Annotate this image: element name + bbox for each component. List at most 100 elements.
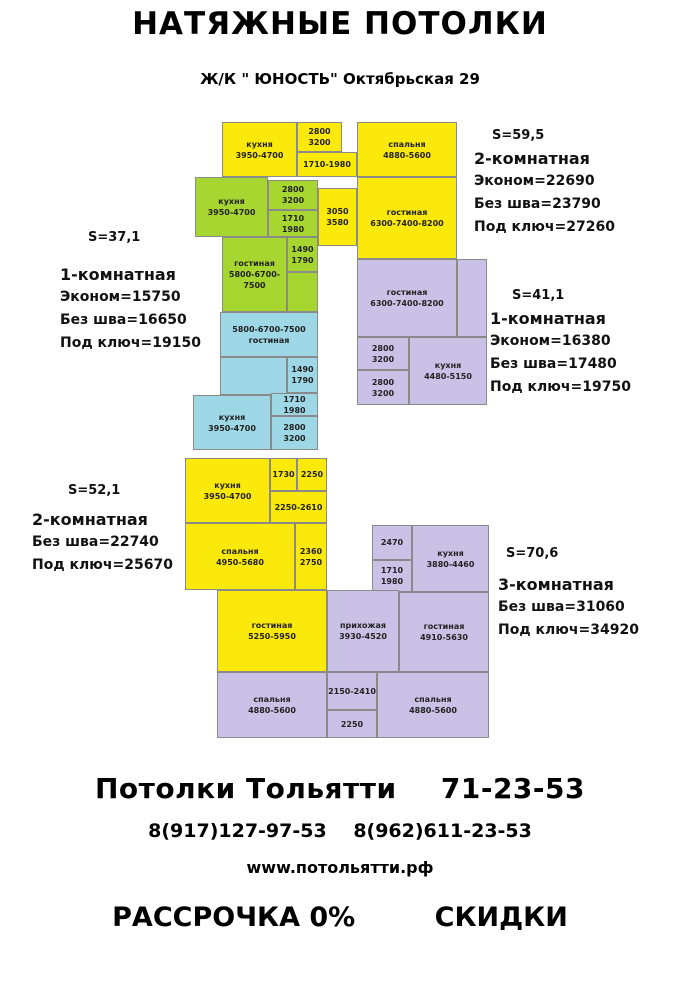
installment-text: РАССРОЧКА 0% (112, 902, 356, 933)
room-corridor: 1490 1790 (287, 237, 318, 272)
price-seamless: Без шва=23790 (474, 196, 601, 212)
room-kitchen: кухня 4480-5150 (409, 337, 487, 405)
room-kitchen: кухня 3950-4700 (222, 122, 297, 177)
room-size: 2800 3200 (371, 343, 395, 364)
phone-mobile-2[interactable]: 8(962)611-23-53 (353, 820, 532, 842)
price-turnkey: Под ключ=19750 (490, 379, 631, 395)
room-name: гостиная (386, 288, 428, 297)
room-name: кухня (434, 361, 462, 370)
room-bedroom: спальня 4950-5680 (185, 523, 295, 590)
room-size: 2250 (340, 719, 364, 729)
room-size: 2150-2410 (328, 686, 376, 696)
apartment-info-52: S=52,1 2-комнатная Без шва=22740 Под клю… (32, 479, 173, 577)
page-title: НАТЯЖНЫЕ ПОТОЛКИ (132, 6, 548, 42)
room-name: кухня (214, 480, 241, 490)
price-economy: Эконом=16380 (490, 333, 611, 349)
room-bathroom: 2800 3200 (297, 122, 342, 152)
room-name: кухня (218, 412, 246, 422)
room-size: 1710 1980 (281, 213, 305, 234)
price-turnkey: Под ключ=25670 (32, 557, 173, 573)
room-name: спальня (253, 695, 291, 704)
room-extra (287, 272, 318, 312)
company-name: Потолки Тольятти (94, 772, 397, 805)
room-kitchen: кухня 3950-4700 (195, 177, 268, 237)
room-bathroom: 2800 3200 (357, 337, 409, 370)
room-name: спальня (414, 695, 452, 704)
apartment-info-70: S=70,6 3-комнатная Без шва=31060 Под клю… (498, 542, 639, 642)
room-size: 4880-5600 (248, 706, 296, 715)
room-corridor: 2360 2750 (295, 523, 327, 590)
room-name: прихожая (339, 621, 386, 630)
room-size: 6300-7400-8200 (370, 299, 444, 308)
room-size: 4480-5150 (424, 372, 472, 381)
room-hall: 1710 1980 (271, 393, 318, 416)
room-bathroom: 2800 3200 (268, 180, 318, 210)
main-phone[interactable]: 71-23-53 (440, 772, 585, 805)
phones-line: 8(917)127-97-53 8(962)611-23-53 (0, 820, 680, 842)
room-size: 3950-4700 (235, 150, 284, 160)
room-size: 2800 3200 (371, 377, 395, 398)
room-living: гостиная 5250-5950 (217, 590, 327, 672)
room-hall: 2800 3200 (357, 370, 409, 405)
room-size: 4950-5680 (216, 557, 264, 567)
promo-line: РАССРОЧКА 0% СКИДКИ (0, 902, 680, 933)
apartment-type: 2-комнатная (474, 149, 590, 168)
room-size: 4880-5600 (383, 150, 431, 160)
room-bathroom: 2470 (372, 525, 412, 560)
room-name: кухня (437, 548, 464, 558)
room-living-extra (220, 357, 287, 395)
room-name: кухня (246, 139, 273, 149)
phone-mobile-1[interactable]: 8(917)127-97-53 (148, 820, 327, 842)
apartment-type: 2-комнатная (32, 510, 148, 529)
room-name: гостиная (386, 208, 428, 217)
room-size: 1710 1980 (380, 566, 404, 586)
price-seamless: Без шва=16650 (60, 312, 187, 328)
apartment-area: S=37,1 (88, 230, 141, 245)
company-line: Потолки Тольятти 71-23-53 (0, 772, 680, 805)
price-seamless: Без шва=22740 (32, 534, 159, 550)
room-size: 2800 3200 (283, 423, 306, 443)
room-hall: 2250-2610 (270, 491, 327, 523)
room-size: 1490 1790 (291, 365, 314, 385)
room-corridor: 2150-2410 (327, 672, 377, 710)
apartment-type: 3-комнатная (498, 575, 614, 594)
room-corridor: 3050 3580 (318, 188, 357, 246)
room-name: гостиная (423, 622, 465, 631)
room-size: 3950-4700 (207, 208, 256, 217)
room-living: гостиная 6300-7400-8200 (357, 259, 457, 337)
apartment-info-59: S=59,5 2-комнатная Эконом=22690 Без шва=… (474, 124, 615, 239)
room-size: 2800 3200 (281, 185, 305, 205)
room-bedroom: спальня 4880-5600 (357, 122, 457, 177)
room-size: 1730 (272, 470, 295, 479)
room-hallway: прихожая 3930-4520 (327, 590, 399, 672)
website-link[interactable]: www.потольятти.рф (246, 858, 434, 877)
room-bedroom: спальня 4880-5600 (377, 672, 489, 738)
room-name: кухня (218, 197, 245, 206)
apartment-type: 1-комнатная (490, 309, 606, 328)
apartment-area: S=59,5 (492, 128, 545, 143)
room-kitchen: кухня 3880-4460 (412, 525, 489, 592)
apartment-area: S=52,1 (68, 483, 121, 498)
room-size: 3880-4460 (426, 559, 475, 569)
price-economy: Эконом=15750 (60, 289, 181, 305)
room-bathroom: 1730 (270, 458, 297, 491)
apartment-area: S=41,1 (512, 288, 565, 303)
room-size: 2250 (300, 470, 324, 479)
room-name: гостиная (234, 259, 275, 268)
room-toilet: 2250 (297, 458, 327, 491)
room-size: 3050 3580 (326, 207, 349, 227)
room-bathroom: 2800 3200 (271, 416, 318, 450)
page-subtitle: Ж/К " ЮНОСТЬ" Октябрьская 29 (200, 70, 480, 88)
room-kitchen: кухня 3950-4700 (185, 458, 270, 523)
room-size: 1710-1980 (303, 160, 351, 169)
room-name: гостиная (248, 335, 290, 345)
room-size: 2470 (380, 538, 404, 547)
discounts-text: СКИДКИ (434, 902, 568, 933)
room-closet: 2250 (327, 710, 377, 738)
price-turnkey: Под ключ=27260 (474, 219, 615, 235)
room-size: 2250-2610 (274, 502, 323, 512)
price-seamless: Без шва=17480 (490, 356, 617, 372)
room-size: 3950-4700 (203, 491, 252, 501)
apartment-info-41: S=41,1 1-комнатная Эконом=16380 Без шва=… (490, 284, 631, 399)
room-corridor: 1490 1790 (287, 357, 318, 393)
